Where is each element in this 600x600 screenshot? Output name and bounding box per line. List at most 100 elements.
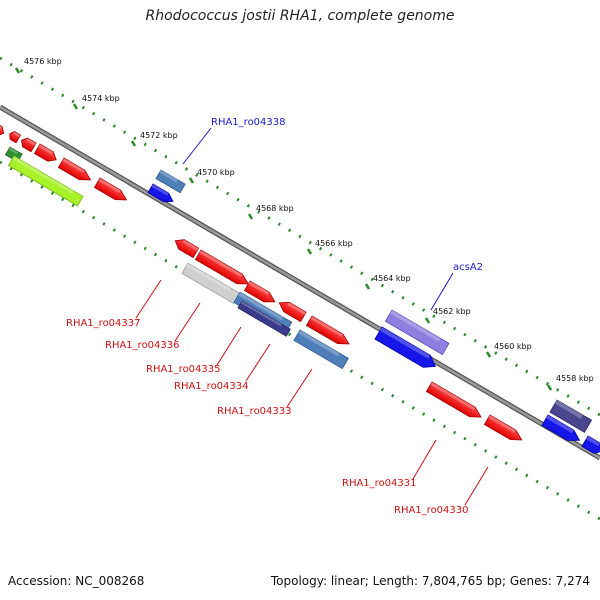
gene-arrow-highlight — [390, 310, 441, 342]
gene-arrow-shape[interactable] — [181, 262, 241, 305]
gene-arrow[interactable] — [172, 236, 200, 259]
gene-label[interactable]: acsA2 — [453, 262, 483, 273]
major-tick — [306, 248, 313, 255]
gene-arrow[interactable] — [305, 315, 351, 349]
gene-arrow[interactable] — [0, 121, 6, 138]
tick-label: 4564 kbp — [373, 274, 411, 283]
gene-arrow-highlight — [199, 250, 243, 278]
tick-label: 4562 kbp — [433, 307, 471, 316]
gene-arrow[interactable] — [384, 309, 450, 356]
gene-arrow-highlight — [26, 138, 37, 146]
gene-arrow-shape[interactable] — [549, 399, 593, 433]
gene-arrow[interactable] — [57, 157, 93, 185]
gene-arrow-shape[interactable] — [305, 315, 351, 349]
gene-arrow[interactable] — [19, 136, 37, 153]
gene-arrow[interactable] — [147, 183, 175, 206]
gene-label[interactable]: RHA1_ro04331 — [342, 478, 417, 489]
gene-arrow-shape[interactable] — [57, 157, 93, 185]
gene-arrow-shape[interactable] — [93, 177, 129, 205]
gene-arrow-highlight — [13, 131, 21, 138]
gene-label[interactable]: RHA1_ro04334 — [174, 381, 249, 392]
gene-arrow[interactable] — [293, 329, 349, 370]
leader-line — [430, 272, 454, 311]
label-leaders — [135, 127, 489, 506]
gene-arrow[interactable] — [237, 300, 291, 337]
leader-line — [182, 127, 212, 165]
gene-arrow[interactable] — [93, 177, 129, 205]
gene-arrow-shape[interactable] — [374, 326, 439, 372]
gene-label[interactable]: RHA1_ro04336 — [105, 340, 180, 351]
scale-line-upper — [0, 56, 600, 417]
gene-arrow[interactable] — [276, 298, 307, 323]
gene-arrow-highlight — [238, 292, 284, 321]
gene-label[interactable]: RHA1_ro04335 — [146, 364, 221, 375]
gene-arrow-shape[interactable] — [7, 155, 84, 207]
gene-arrow-highlight — [8, 147, 19, 155]
gene-features — [0, 121, 600, 456]
gene-arrow-shape[interactable] — [581, 435, 600, 456]
gene-arrow-highlight — [248, 281, 270, 296]
gene-arrow-shape[interactable] — [243, 280, 277, 307]
gene-arrow-highlight — [287, 302, 307, 315]
gene-arrow-shape[interactable] — [147, 183, 175, 206]
gene-arrow-shape[interactable] — [237, 300, 291, 337]
gene-arrow[interactable] — [581, 435, 600, 456]
gene-arrow-shape[interactable] — [483, 414, 524, 445]
gene-arrow[interactable] — [374, 326, 439, 372]
gene-arrow[interactable] — [549, 399, 593, 433]
tick-label: 4576 kbp — [24, 57, 62, 66]
tick-label: 4572 kbp — [140, 131, 178, 140]
gene-arrow-shape[interactable] — [33, 143, 59, 165]
gene-arrow-shape[interactable] — [425, 381, 483, 422]
topology-text: Topology: linear; Length: 7,804,765 bp; … — [270, 574, 590, 588]
gene-arrow-highlight — [62, 158, 85, 173]
gene-arrow-highlight — [310, 316, 344, 338]
tick-label: 4574 kbp — [82, 94, 120, 103]
gene-arrow-highlight — [182, 239, 199, 251]
gene-arrow-highlight — [12, 156, 75, 195]
major-tick — [424, 317, 431, 324]
gene-label[interactable]: RHA1_ro04333 — [217, 406, 292, 417]
tick-label: 4558 kbp — [556, 374, 594, 383]
gene-arrow[interactable] — [155, 169, 186, 194]
gene-arrow[interactable] — [181, 262, 241, 305]
gene-arrow-shape[interactable] — [194, 249, 251, 289]
gene-arrow-shape[interactable] — [19, 136, 37, 153]
tick-label: 4560 kbp — [494, 342, 532, 351]
gene-arrow-shape[interactable] — [276, 298, 307, 323]
gene-arrow[interactable] — [425, 381, 483, 422]
gene-arrow-shape[interactable] — [0, 121, 6, 138]
gene-arrow-shape[interactable] — [7, 130, 22, 144]
major-tick — [364, 283, 371, 290]
gene-arrow-highlight — [586, 436, 600, 447]
leader-line — [464, 466, 489, 506]
major-ticks — [14, 67, 553, 391]
gene-arrow-highlight — [430, 382, 476, 411]
major-tick — [72, 103, 79, 110]
major-tick — [188, 177, 195, 184]
gene-label[interactable]: RHA1_ro04330 — [394, 505, 469, 516]
gene-arrow[interactable] — [243, 280, 277, 307]
gene-label[interactable]: RHA1_ro04337 — [66, 318, 141, 329]
gene-arrow-shape[interactable] — [384, 309, 450, 356]
tick-labels: 4576 kbp 4574 kbp 4572 kbp 4570 kbp 4568… — [24, 57, 594, 383]
gene-arrow-shape[interactable] — [293, 329, 349, 370]
gene-arrow[interactable] — [483, 414, 524, 445]
gene-arrow[interactable] — [7, 130, 22, 144]
gene-label[interactable]: RHA1_ro04338 — [211, 117, 286, 128]
gene-arrow-shape[interactable] — [172, 236, 200, 259]
gene-arrow-shape[interactable] — [155, 169, 186, 194]
gene-arrow[interactable] — [33, 143, 59, 165]
gene-arrow[interactable] — [7, 155, 84, 207]
gene-arrow-highlight — [38, 144, 54, 155]
gene-arrow[interactable] — [194, 249, 251, 289]
tick-label: 4568 kbp — [256, 204, 294, 213]
leader-line — [174, 302, 201, 342]
gene-arrow[interactable] — [541, 414, 583, 446]
genome-backbone-highlight — [0, 105, 600, 460]
leader-line — [286, 368, 313, 408]
accession-text: Accession: NC_008268 — [8, 574, 145, 588]
gene-arrow-shape[interactable] — [541, 414, 583, 446]
leader-line — [135, 279, 162, 319]
